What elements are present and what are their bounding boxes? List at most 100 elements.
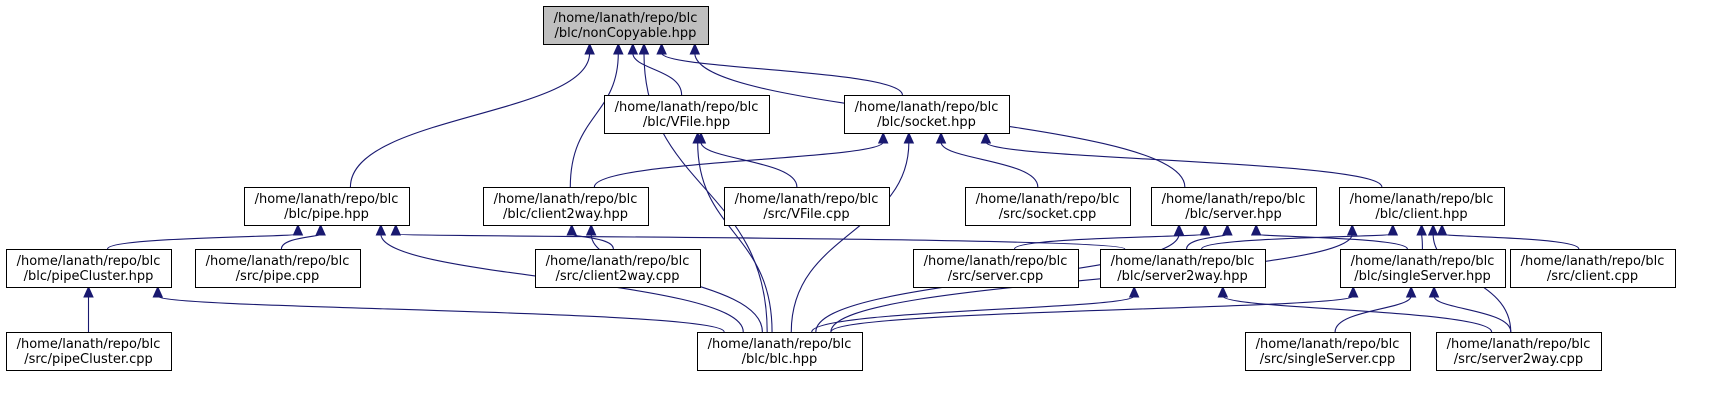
node-server2way_cpp[interactable]: /home/lanath/repo/blc/src/server2way.cpp [1436,332,1602,371]
node-box [6,332,172,371]
edge-server2way_hpp-to-server_hpp [1186,233,1228,250]
arrowhead-socket_cpp-to-socket_hpp [935,131,947,144]
node-label-path: /home/lanath/repo/blc [255,192,399,207]
edges-layer [83,42,1580,333]
node-label-path: /home/lanath/repo/blc [1351,254,1495,269]
node-label-path: /home/lanath/repo/blc [735,192,879,207]
arrowhead-blc_hpp-to-singleServer_hpp [1347,285,1359,298]
node-socket_hpp[interactable]: /home/lanath/repo/blc/blc/socket.hpp [844,95,1010,134]
node-label-path: /home/lanath/repo/blc [855,100,999,115]
arrowhead-server2way_hpp-to-client_hpp [1387,223,1399,236]
node-pipe_hpp[interactable]: /home/lanath/repo/blc/blc/pipe.hpp [244,187,410,226]
node-label-file: /src/pipe.cpp [236,269,320,284]
edge-blc_hpp-to-socket_hpp [790,141,910,333]
node-box [965,187,1131,226]
node-label-path: /home/lanath/repo/blc [1521,254,1665,269]
node-client_hpp[interactable]: /home/lanath/repo/blc/blc/client.hpp [1339,187,1505,226]
edge-client_hpp-to-socket_hpp [985,141,1383,188]
node-box [1436,332,1602,371]
node-pipe_cpp[interactable]: /home/lanath/repo/blc/src/pipe.cpp [195,249,361,288]
node-server_hpp[interactable]: /home/lanath/repo/blc/blc/server.hpp [1151,187,1317,226]
node-vfile_cpp[interactable]: /home/lanath/repo/blc/src/VFile.cpp [724,187,890,226]
node-box [697,332,863,371]
node-label-file: /blc/VFile.hpp [643,115,730,130]
edge-client2way_hpp-to-nonCopyable [569,52,619,188]
edge-server2way_hpp-to-pipe_hpp [395,233,1126,250]
edge-server2way_hpp-to-client_hpp [1201,233,1394,250]
node-singleServer_hpp[interactable]: /home/lanath/repo/blc/blc/singleServer.h… [1340,249,1506,288]
node-box [604,95,770,134]
node-label-file: /blc/client.hpp [1375,207,1467,222]
arrowhead-singleServer_hpp-to-server_hpp [1250,223,1262,236]
edge-vfile_hpp-to-nonCopyable [632,52,683,96]
node-label-file: /blc/pipe.hpp [284,207,369,222]
node-box [1100,249,1266,288]
arrowhead-pipeCluster_cpp-to-pipeCluster_hpp [83,285,94,298]
node-socket_cpp[interactable]: /home/lanath/repo/blc/src/socket.cpp [965,187,1131,226]
node-box [1340,249,1506,288]
node-server2way_hpp[interactable]: /home/lanath/repo/blc/blc/server2way.hpp [1100,249,1266,288]
node-client2way_cpp[interactable]: /home/lanath/repo/blc/src/client2way.cpp [535,249,701,288]
edge-blc_hpp-to-client_hpp [830,233,1353,333]
edge-singleServer_hpp-to-server_hpp [1255,233,1408,250]
node-label-path: /home/lanath/repo/blc [206,254,350,269]
node-label-file: /blc/singleServer.hpp [1354,269,1491,284]
node-pipeCluster_cpp[interactable]: /home/lanath/repo/blc/src/pipeCluster.cp… [6,332,172,371]
node-blc_hpp[interactable]: /home/lanath/repo/blc/blc/blc.hpp [697,332,863,371]
edge-client2way_hpp-to-socket_hpp [593,141,884,188]
arrowhead-blc_hpp-to-pipeCluster_hpp [152,285,164,298]
arrowhead-pipe_hpp-to-nonCopyable [584,42,595,55]
node-client2way_hpp[interactable]: /home/lanath/repo/blc/blc/client2way.hpp [483,187,649,226]
node-label-path: /home/lanath/repo/blc [494,192,638,207]
node-box [1151,187,1317,226]
arrowhead-server2way_hpp-to-pipe_hpp [390,223,402,236]
node-nonCopyable[interactable]: /home/lanath/repo/blc/blc/nonCopyable.hp… [543,6,709,45]
node-label-path: /home/lanath/repo/blc [1350,192,1494,207]
edge-pipe_hpp-to-nonCopyable [349,52,591,188]
node-label-path: /home/lanath/repo/blc [924,254,1068,269]
edge-blc_hpp-to-vfile_hpp [697,141,773,333]
arrowhead-blc_hpp-to-server2way_hpp [1128,285,1140,298]
edge-pipe_cpp-to-pipe_hpp [280,233,322,250]
node-label-file: /src/server2way.cpp [1454,352,1583,367]
node-label-path: /home/lanath/repo/blc [976,192,1120,207]
edge-client_cpp-to-client_hpp [1441,233,1580,250]
arrowhead-client2way_hpp-to-socket_hpp [877,131,889,144]
node-pipeCluster_hpp[interactable]: /home/lanath/repo/blc/blc/pipeCluster.hp… [6,249,172,288]
node-label-path: /home/lanath/repo/blc [1256,337,1400,352]
edge-blc_hpp-to-server2way_hpp [811,295,1135,333]
arrowhead-blc_hpp-to-client_hpp [1346,223,1358,236]
node-box [844,95,1010,134]
arrowhead-blc_hpp-to-server_hpp [1173,223,1185,236]
node-server_cpp[interactable]: /home/lanath/repo/blc/src/server.cpp [913,249,1079,288]
node-box [724,187,890,226]
arrowhead-server2way_cpp-to-server2way_hpp [1217,285,1229,298]
edge-pipeCluster_hpp-to-pipe_hpp [106,233,299,250]
node-label-file: /blc/socket.hpp [877,115,976,130]
edge-vfile_cpp-to-vfile_hpp [700,141,798,188]
arrowhead-blc_hpp-to-pipe_hpp [375,223,387,236]
node-label-file: /blc/server2way.hpp [1117,269,1248,284]
arrowhead-server2way_hpp-to-server_hpp [1222,223,1233,236]
arrowhead-server_hpp-to-nonCopyable [689,42,701,55]
node-singleServer_cpp[interactable]: /home/lanath/repo/blc/src/singleServer.c… [1245,332,1411,371]
node-box [244,187,410,226]
node-client_cpp[interactable]: /home/lanath/repo/blc/src/client.cpp [1510,249,1676,288]
node-label-file: /blc/pipeCluster.hpp [24,269,154,284]
edge-server_cpp-to-server_hpp [1013,233,1206,250]
node-box [535,249,701,288]
arrowhead-singleServer_hpp-to-client_hpp [1416,223,1427,236]
node-label-file: /src/pipeCluster.cpp [24,352,153,367]
edge-singleServer_cpp-to-singleServer_hpp [1334,295,1412,333]
node-box [6,249,172,288]
arrowhead-client2way_cpp-to-client2way_hpp [566,223,578,236]
node-box [1510,249,1676,288]
arrowhead-singleServer_cpp-to-singleServer_hpp [1405,285,1417,298]
node-label-file: /src/client2way.cpp [556,269,680,284]
node-box [1339,187,1505,226]
node-label-path: /home/lanath/repo/blc [1111,254,1255,269]
arrowhead-client2way_hpp-to-nonCopyable [613,42,624,55]
arrowhead-client_hpp-to-socket_hpp [980,131,992,144]
node-vfile_hpp[interactable]: /home/lanath/repo/blc/blc/VFile.hpp [604,95,770,134]
